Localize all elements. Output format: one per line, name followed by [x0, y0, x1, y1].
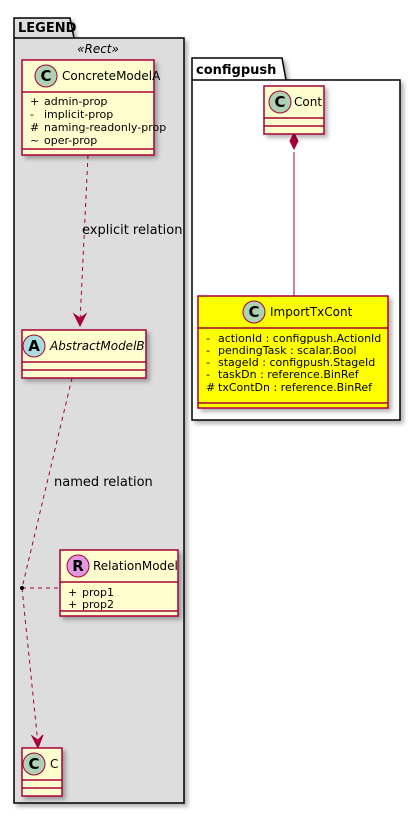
visibility-marker: -	[206, 368, 210, 381]
c-class[interactable]: C C	[21, 747, 63, 797]
visibility-marker: -	[30, 108, 34, 121]
cont-class[interactable]: C Cont	[263, 85, 325, 135]
class-badge-icon	[268, 90, 292, 114]
relation-model-class[interactable]: R RelationModel + prop1 + prop2	[59, 549, 179, 617]
concrete-model-a-name: ConcreteModelA	[62, 69, 161, 83]
attr-row: - implicit-prop	[30, 108, 113, 121]
attr-text: prop1	[82, 586, 114, 599]
relation-model-name: RelationModel	[93, 559, 178, 573]
class-badge-icon	[34, 64, 58, 88]
relation-badge-icon	[66, 554, 90, 578]
named-relation-edge	[20, 377, 73, 750]
visibility-marker: +	[68, 598, 77, 611]
badge-letter: C	[40, 67, 51, 85]
attr-text: prop2	[82, 598, 114, 611]
visibility-marker: ~	[30, 134, 39, 147]
legend-title: LEGEND	[18, 21, 77, 36]
attr-text: oper-prop	[44, 134, 97, 147]
visibility-marker: -	[206, 332, 210, 345]
attr-row: ~ oper-prop	[30, 134, 97, 147]
attr-row: + admin-prop	[30, 95, 107, 108]
attr-text: implicit-prop	[44, 108, 113, 121]
visibility-marker: +	[68, 586, 77, 599]
explicit-relation-edge	[72, 154, 89, 328]
attr-row: - pendingTask : scalar.Bool	[206, 344, 357, 357]
badge-letter: C	[28, 755, 39, 773]
cont-name: Cont	[294, 95, 322, 109]
attr-row: - actionId : configpush.ActionId	[206, 332, 381, 345]
concrete-model-a-class[interactable]: C ConcreteModelA + admin-prop - implicit…	[21, 59, 166, 156]
attr-text: naming-readonly-prop	[44, 121, 166, 134]
abstract-model-b-class[interactable]: A AbstractModelB	[21, 329, 147, 379]
abstract-badge-icon	[22, 334, 46, 358]
badge-letter: C	[248, 303, 259, 321]
visibility-marker: -	[206, 356, 210, 369]
class-badge-icon	[22, 752, 46, 776]
c-name: C	[50, 757, 58, 771]
visibility-marker: -	[206, 344, 210, 357]
configpush-title: configpush	[196, 63, 276, 78]
visibility-marker: #	[206, 381, 215, 394]
badge-letter: R	[72, 557, 84, 575]
attr-row: + prop2	[68, 598, 114, 611]
badge-letter: A	[28, 337, 40, 355]
visibility-marker: +	[30, 95, 39, 108]
explicit-relation-label: explicit relation	[82, 223, 182, 238]
abstract-model-b-name: AbstractModelB	[49, 339, 145, 353]
legend-stereotype: «Rect»	[77, 42, 119, 56]
attr-row: - taskDn : reference.BinRef	[206, 368, 360, 381]
import-tx-cont-name: ImportTxCont	[270, 305, 353, 319]
named-relation-label: named relation	[54, 475, 153, 490]
attr-row: # txContDn : reference.BinRef	[206, 381, 373, 394]
attr-text: pendingTask : scalar.Bool	[218, 344, 357, 357]
visibility-marker: #	[30, 121, 39, 134]
attr-text: txContDn : reference.BinRef	[218, 381, 373, 394]
import-tx-cont-class[interactable]: C ImportTxCont - actionId : configpush.A…	[197, 295, 389, 409]
attr-row: # naming-readonly-prop	[30, 121, 166, 134]
attr-text: admin-prop	[44, 95, 107, 108]
attr-text: stageId : configpush.StageId	[218, 356, 375, 369]
attr-row: - stageId : configpush.StageId	[206, 356, 375, 369]
badge-letter: C	[274, 93, 285, 111]
attr-text: taskDn : reference.BinRef	[218, 368, 360, 381]
attr-text: actionId : configpush.ActionId	[218, 332, 381, 345]
attr-row: + prop1	[68, 586, 114, 599]
composition-edge	[289, 131, 299, 296]
class-badge-icon	[242, 300, 266, 324]
